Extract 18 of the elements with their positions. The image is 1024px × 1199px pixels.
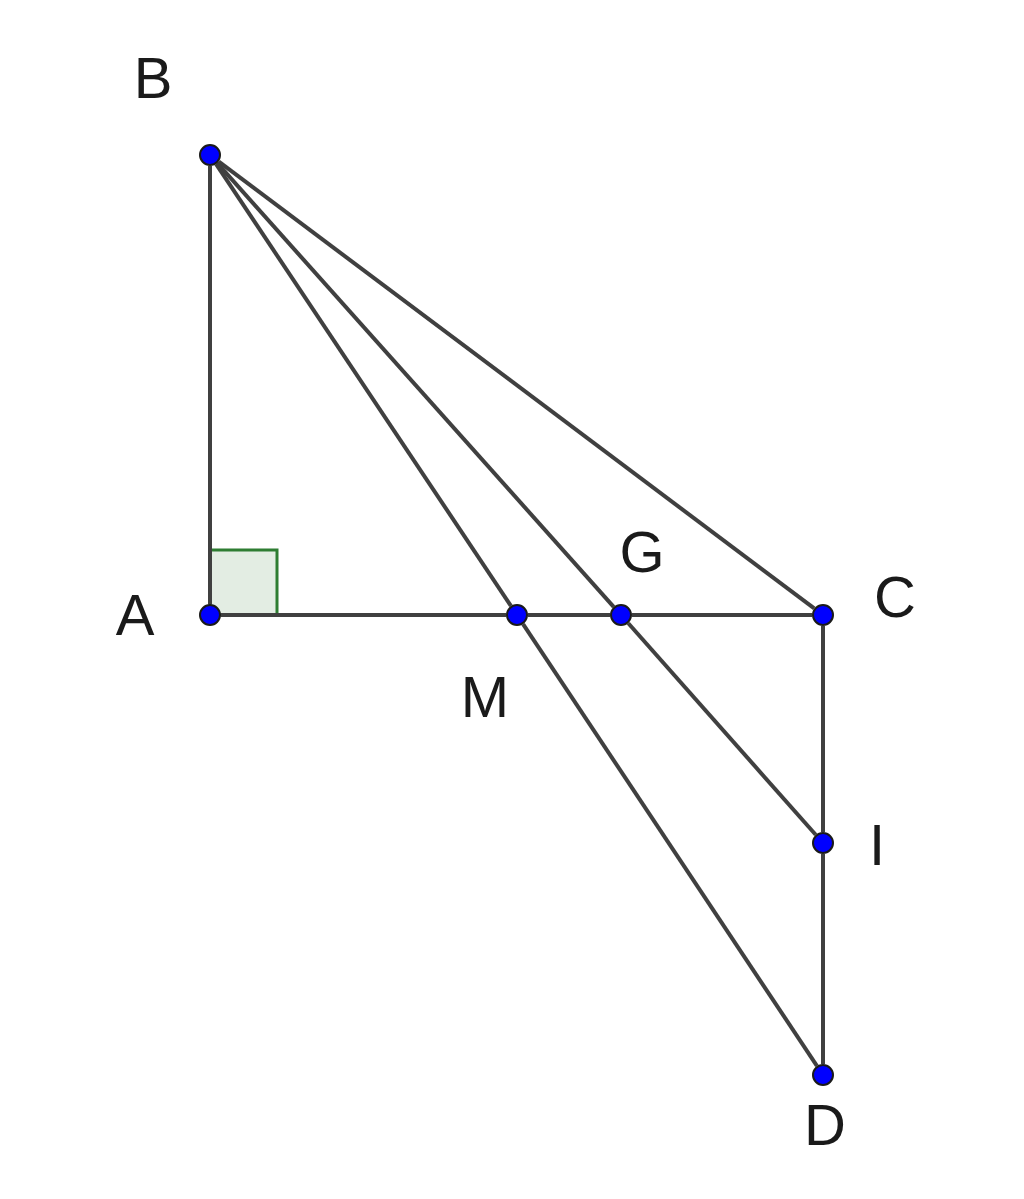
line-segment: [215, 161, 616, 609]
line-segment: [221, 613, 506, 617]
point-label: B: [132, 48, 174, 108]
line-segment: [632, 613, 812, 617]
line-segment: [208, 166, 212, 604]
line-segment: [626, 621, 818, 837]
line-segment: [528, 613, 610, 617]
point-label: I: [867, 815, 887, 875]
point-label: G: [618, 522, 666, 582]
line-segment: [217, 160, 816, 610]
line-segment: [521, 623, 819, 1067]
line-segment: [821, 626, 825, 832]
point-label: A: [114, 585, 156, 645]
point-label: D: [803, 1095, 847, 1155]
point-label: C: [873, 567, 917, 627]
line-segment: [821, 854, 825, 1064]
line-segment: [214, 163, 513, 607]
point-label: M: [459, 667, 511, 727]
